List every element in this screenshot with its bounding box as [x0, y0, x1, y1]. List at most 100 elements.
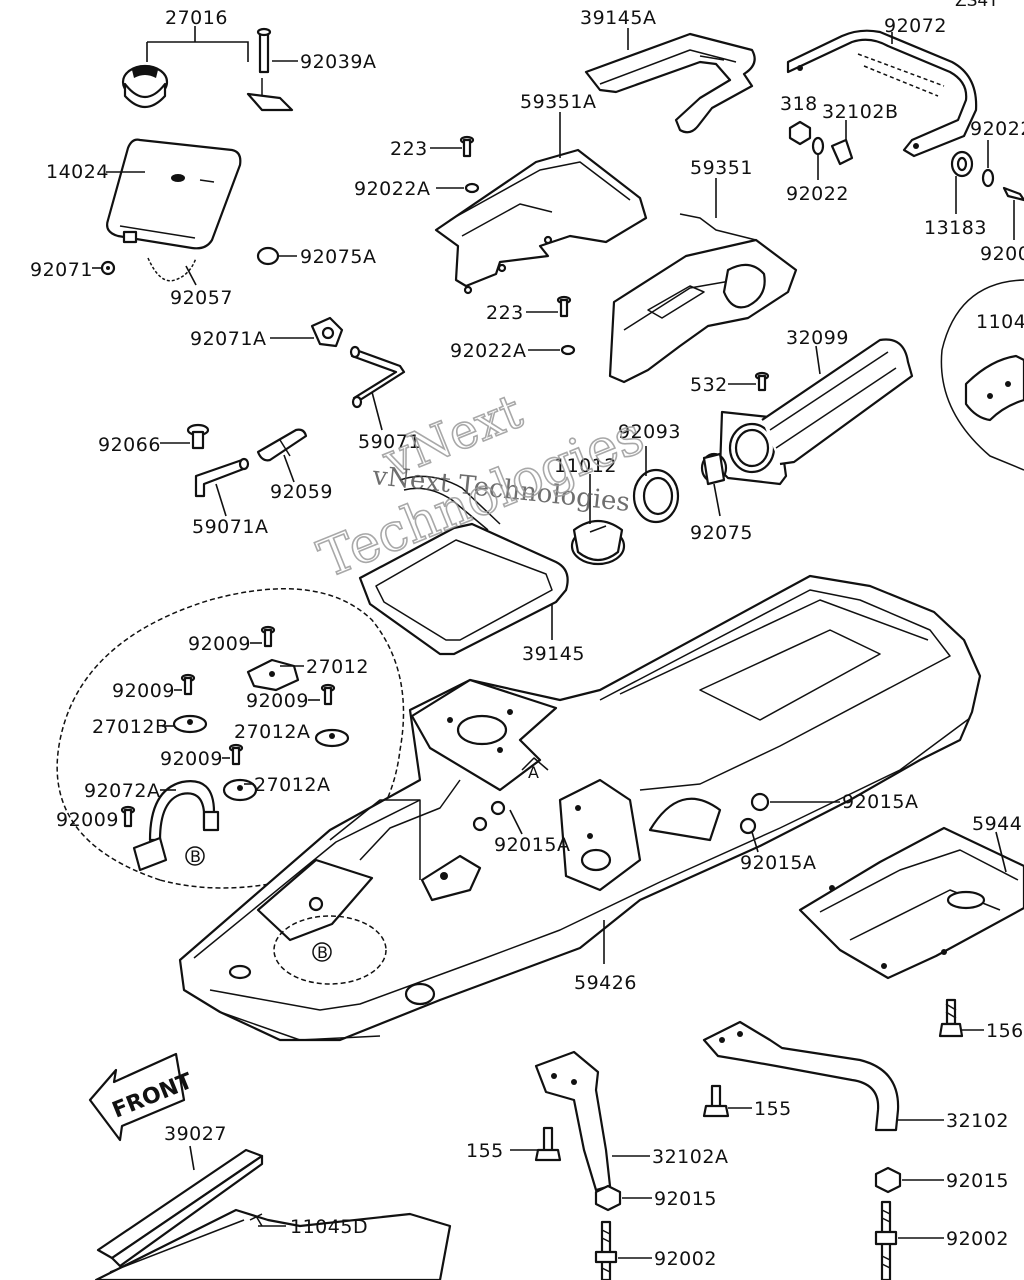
callout-92009-a: 92009 [188, 633, 251, 655]
fitting-92071A [310, 316, 344, 348]
callout-92059: 92059 [270, 481, 333, 503]
clip-27012A-b [222, 778, 258, 802]
callout-27016: 27016 [165, 7, 228, 29]
callout-92072A: 92072A [84, 780, 160, 802]
callout-92015A-b: 92015A [494, 834, 570, 856]
callout-1104-cut: 1104 [976, 311, 1024, 333]
cover-39145A [584, 32, 756, 134]
screw-223-top [459, 135, 475, 158]
callout-32099: 32099 [786, 327, 849, 349]
callout-39145A: 39145A [580, 7, 656, 29]
callout-92071: 92071 [30, 259, 93, 281]
marker-b-hull: B [312, 942, 332, 962]
marker-a-letter: A [528, 763, 539, 782]
callout-59426: 59426 [574, 972, 637, 994]
callout-59071A: 59071A [192, 516, 268, 538]
callout-13183: 13183 [924, 217, 987, 239]
callout-32102: 32102 [946, 1110, 1009, 1132]
screw-223-mid [556, 295, 572, 318]
callout-92015A-a: 92015A [842, 791, 918, 813]
callout-532: 532 [690, 374, 728, 396]
nut-92015-left [594, 1184, 622, 1212]
cover-59351A [434, 148, 648, 295]
cap-92075A [256, 246, 280, 266]
marker-b-detail-letter: B [190, 847, 201, 866]
stud-92002-right [874, 1200, 898, 1280]
callout-11045D: 11045D [290, 1216, 368, 1238]
marker-b-detail: B [185, 846, 205, 866]
callout-92022A-mid: 92022A [450, 340, 526, 362]
bolt-155-left [534, 1126, 562, 1162]
pad-14024 [106, 138, 242, 250]
callout-92015-a: 92015 [654, 1188, 717, 1210]
callout-92009-d: 92009 [160, 748, 223, 770]
clip-27012 [246, 658, 300, 692]
bolt-156 [938, 998, 964, 1038]
hose-92059 [256, 428, 308, 462]
detail-screw-92009-c [320, 683, 336, 706]
callout-92075A: 92075A [300, 246, 376, 268]
callout-223-mid: 223 [486, 302, 524, 324]
clip-27012A-a [314, 728, 350, 748]
callout-92072: 92072 [884, 15, 947, 37]
callout-59351: 59351 [690, 157, 753, 179]
bolt-155-right [702, 1084, 730, 1118]
cover-59351 [608, 213, 798, 384]
handle-92072 [786, 29, 978, 158]
nut-92071 [100, 260, 116, 276]
callout-92093: 92093 [618, 421, 681, 443]
callout-59351A: 59351A [520, 91, 596, 113]
callout-27012: 27012 [306, 656, 369, 678]
detail-oval-b [56, 588, 405, 889]
detail-screw-92009-e [120, 805, 136, 828]
callout-92075: 92075 [690, 522, 753, 544]
arm-32102 [702, 1020, 900, 1132]
callout-9200-cut: 9200 [980, 243, 1024, 265]
pipe-59071 [349, 345, 406, 409]
header-fragment: ZS4T [955, 0, 999, 11]
bolt-92066 [186, 423, 210, 450]
washer-92022-right [981, 168, 995, 188]
callout-92002-a: 92002 [654, 1248, 717, 1270]
callout-223-top: 223 [390, 138, 428, 160]
cap-assembly-27016 [121, 26, 294, 112]
washer-92022A-mid [560, 344, 576, 356]
callout-92009-e: 92009 [56, 809, 119, 831]
fuel-cap-11012 [570, 519, 626, 566]
detail-circle-right [940, 279, 1024, 471]
collar-32102B [830, 138, 854, 166]
screw-532 [754, 371, 770, 392]
callout-39027: 39027 [164, 1123, 227, 1145]
plate-5944 [798, 826, 1024, 980]
cap-92075 [700, 452, 728, 486]
stud-92002-left [594, 1220, 618, 1280]
callout-32102B: 32102B [822, 101, 898, 123]
callout-59071: 59071 [358, 431, 421, 453]
callout-92022A-top: 92022A [354, 178, 430, 200]
callout-92071A: 92071A [190, 328, 266, 350]
callout-92009-c: 92009 [246, 690, 309, 712]
callout-92002-b: 92002 [946, 1228, 1009, 1250]
callout-27012A-b: 27012A [254, 774, 330, 796]
rail-39027 [94, 1148, 452, 1280]
hull-59426 [178, 574, 982, 1042]
strap-92072A [132, 780, 220, 872]
arm-32102A [534, 1050, 612, 1192]
callout-27012A-a: 27012A [234, 721, 310, 743]
cable-92057 [147, 257, 197, 282]
bushing-13183 [950, 150, 974, 178]
marker-b-hull-letter: B [317, 943, 328, 962]
callout-14024: 14024 [46, 161, 109, 183]
clip-27012B [172, 714, 208, 734]
callout-92015A-c: 92015A [740, 852, 816, 874]
callout-32102A: 32102A [652, 1146, 728, 1168]
callout-156-cut: 156 [986, 1020, 1024, 1042]
callout-318: 318 [780, 93, 818, 115]
washer-92022A-top [464, 182, 480, 194]
callout-92022-right: 92022 [970, 118, 1024, 140]
callout-92015-b: 92015 [946, 1170, 1009, 1192]
nut-92015-right [874, 1166, 902, 1194]
ring-92093 [632, 468, 680, 524]
callout-155-b: 155 [466, 1140, 504, 1162]
